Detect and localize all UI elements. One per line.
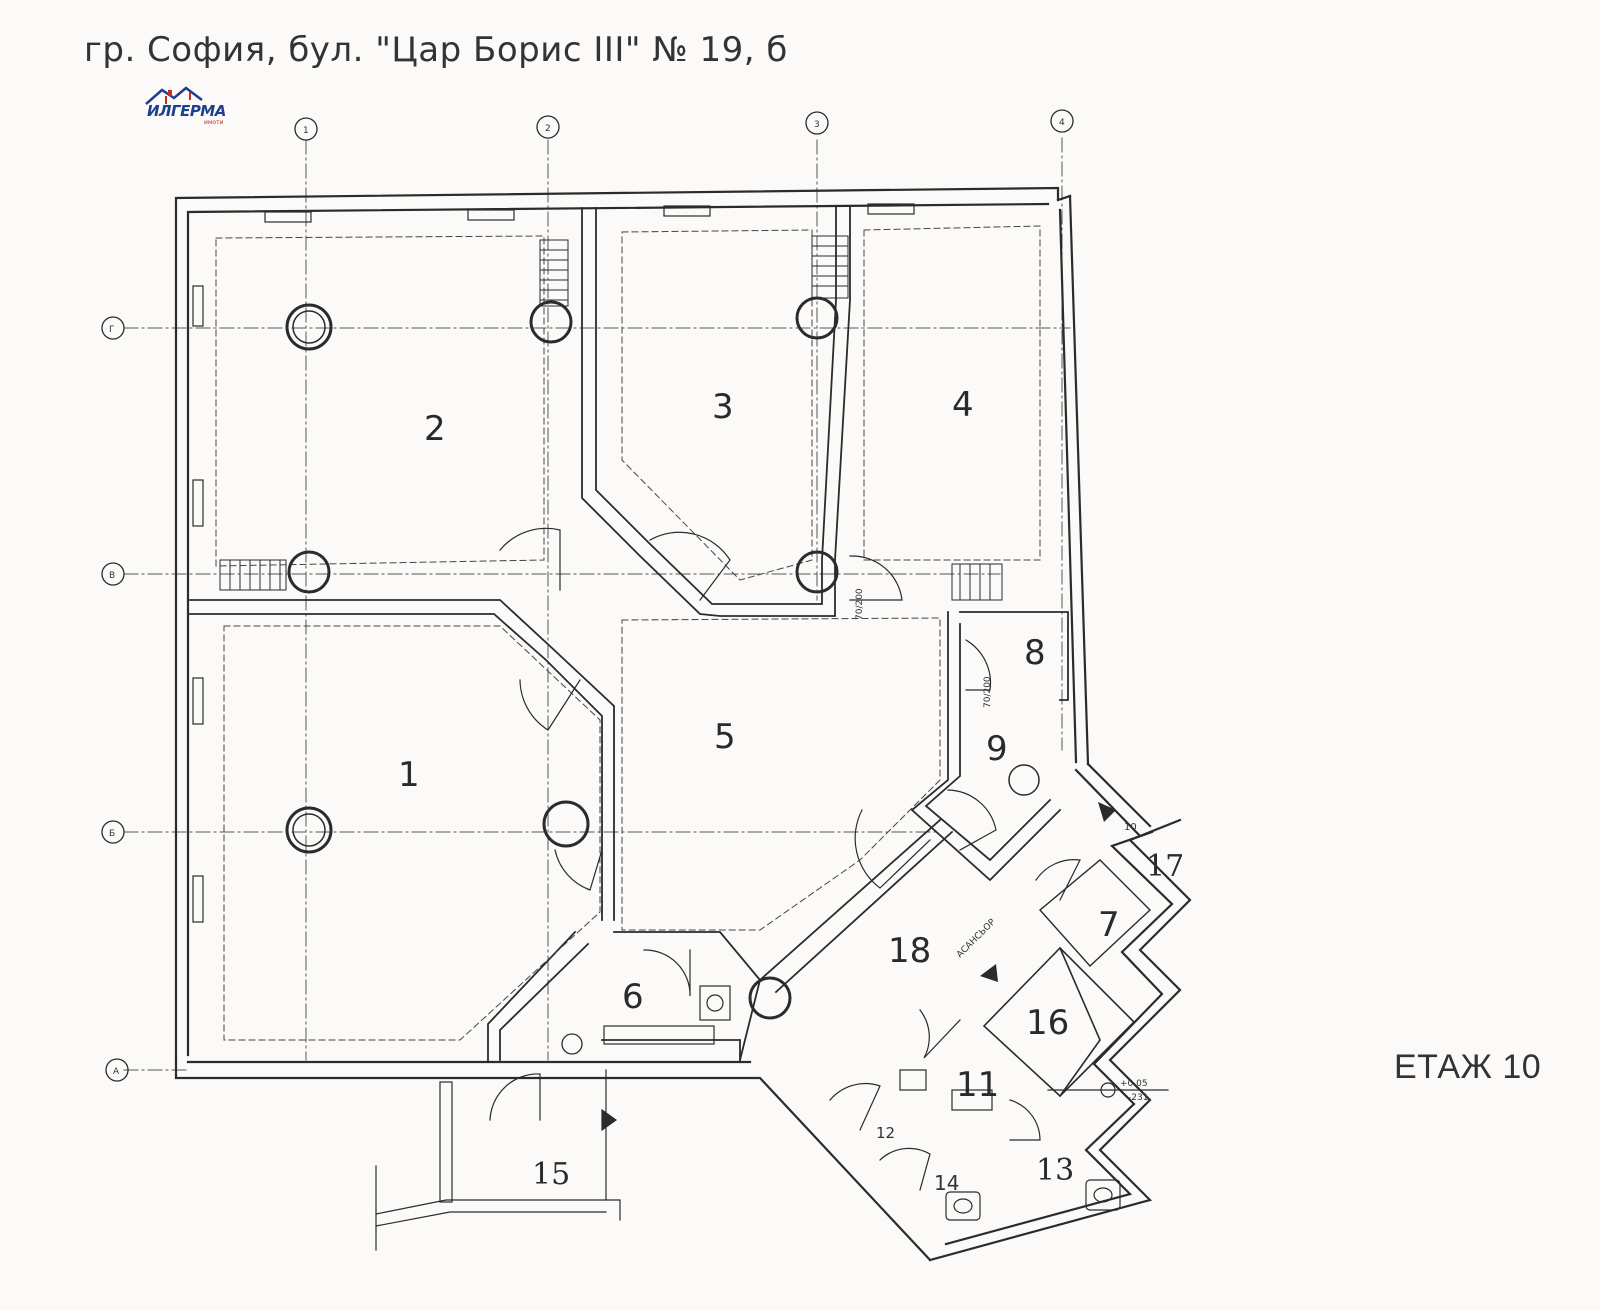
room-17: 17 [1146, 849, 1184, 884]
door-size-label: 70/200 [983, 676, 993, 708]
door-size-label: 70/200 [855, 588, 865, 620]
room-numbers: 1 2 3 4 5 6 7 8 9 10 11 12 13 14 15 16 1… [398, 385, 1184, 1195]
address-title: гр. София, бул. "Цар Борис III" № 19, б [84, 30, 788, 70]
axis-label-2: 2 [545, 124, 551, 134]
house-roof-icon [145, 86, 203, 105]
arrow-icon [1098, 802, 1116, 822]
logo-subtitle: имоти [204, 119, 224, 126]
axis-label-3: 3 [814, 120, 820, 130]
direction-arrows [980, 802, 1116, 982]
room-1: 1 [398, 755, 420, 795]
room-15: 15 [532, 1157, 570, 1192]
axis-labels: 1 2 3 4 Г В Б А [109, 118, 1065, 1077]
logo-name: ИЛГЕРМА [147, 102, 226, 120]
axis-label-1: 1 [303, 126, 309, 136]
elevator-shaft [982, 946, 1136, 1098]
room-12: 12 [876, 1124, 895, 1142]
company-logo: ИЛГЕРМА имоти [142, 84, 234, 128]
elevator-label: АСАНСЬОР [955, 917, 998, 960]
axis-label-4: 4 [1059, 118, 1065, 128]
axis-label-g: Г [109, 325, 115, 335]
room-3: 3 [712, 387, 734, 427]
level-top-label: +0.05 [1120, 1079, 1148, 1089]
room-16: 16 [1026, 1003, 1069, 1043]
room-8: 8 [1024, 633, 1046, 673]
radiators [219, 235, 1003, 601]
room-11: 11 [956, 1065, 999, 1105]
room-9: 9 [986, 729, 1008, 769]
room-6: 6 [622, 977, 644, 1017]
sanitary-fixtures [603, 985, 1121, 1221]
room-outlines [215, 225, 1041, 1041]
room-5: 5 [714, 717, 736, 757]
room-7: 7 [1098, 905, 1120, 945]
room-13: 13 [1036, 1153, 1074, 1188]
room-14: 14 [934, 1171, 959, 1195]
axis-label-a: А [113, 1067, 120, 1077]
level-bottom-label: -231 [1128, 1093, 1148, 1103]
axis-label-b: Б [109, 829, 115, 839]
door-swings [489, 527, 1081, 1191]
room-2: 2 [424, 409, 446, 449]
exterior-walls [174, 186, 1192, 1262]
floor-label: ЕТАЖ 10 [1394, 1048, 1542, 1086]
level-marker [1047, 1082, 1169, 1098]
cabin-7 [1039, 859, 1152, 968]
interior-walls [189, 205, 1069, 1063]
annotations: АСАНСЬОР 70/200 70/200 +0.05 -231 [855, 588, 1148, 1103]
room-10: 10 [1124, 822, 1137, 833]
axis-markers [101, 109, 1074, 1082]
windows [192, 203, 915, 923]
room-18: 18 [888, 931, 931, 971]
arrow-icon [980, 964, 998, 982]
stair-15 [375, 1069, 621, 1251]
axis-label-v: В [109, 571, 115, 581]
room-4: 4 [952, 385, 974, 425]
